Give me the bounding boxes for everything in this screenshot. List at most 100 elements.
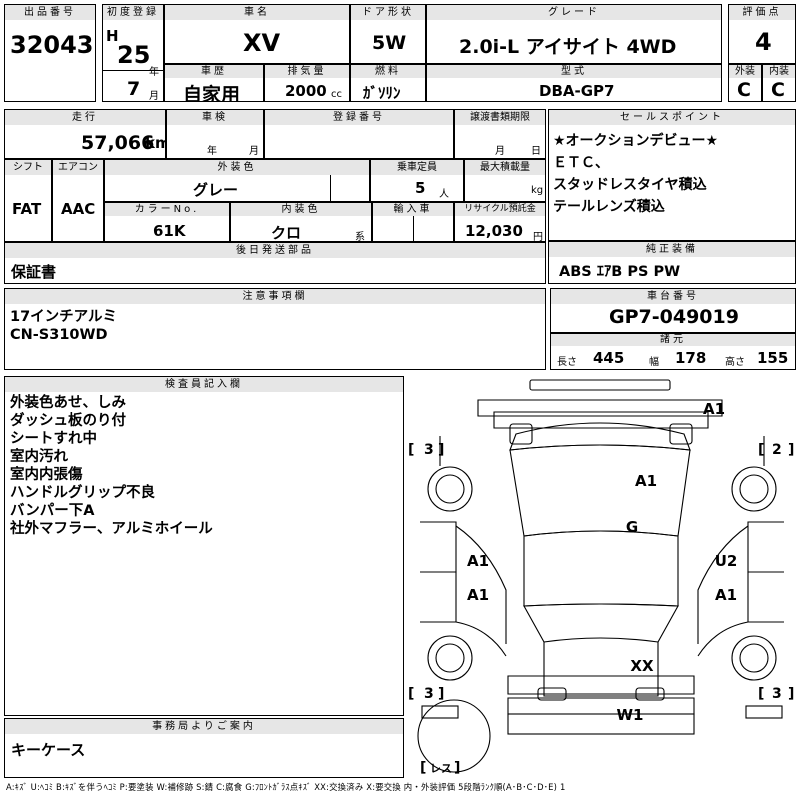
tire-depth: 2 <box>772 442 782 458</box>
inspector-notes-label: 検査員記入欄 <box>5 377 403 392</box>
inspector-notes-list: 外装色あせ、しみ ダッシュ板のり付 シートすれ中 室内汚れ 室内内張傷 ハンドル… <box>10 394 213 538</box>
fuel-label: 燃料 <box>351 65 425 78</box>
svg-text:]: ] <box>788 686 794 702</box>
recycle-fee: 12,030 <box>465 222 523 240</box>
capacity-unit: 人 <box>439 189 449 200</box>
office-notice-cell: 事務局よりご案内 キーケース <box>4 718 404 778</box>
inspection-cell: 車検 年 月 <box>166 109 264 159</box>
lot-number-cell: 出品番号 32043 <box>4 4 96 102</box>
inspection-year-unit: 年 <box>207 146 217 157</box>
color-label: 外装色 <box>105 160 369 175</box>
transfer-deadline-label: 譲渡書類期限 <box>455 110 545 125</box>
inspector-note: ダッシュ板のり付 <box>10 413 126 429</box>
color: グレー <box>193 181 239 199</box>
interior-color: クロ <box>271 224 302 242</box>
max-load-unit: kg <box>531 185 544 196</box>
height: 155 <box>757 349 789 367</box>
door-cell: ドア形状 5W <box>350 4 426 64</box>
svg-text:[: [ <box>408 686 414 702</box>
later-parts: 保証書 <box>11 263 57 281</box>
score-cell: 評価点 4 <box>728 4 796 64</box>
note-item: CN-S310WD <box>10 327 108 343</box>
dimensions-label: 諸元 <box>551 334 795 346</box>
tire-depth: 3 <box>424 686 434 702</box>
max-load-label: 最大積載量 <box>465 160 545 175</box>
model-cell: 型式 DBA-GP7 <box>426 64 722 102</box>
tire-depth: 3 <box>772 686 782 702</box>
interior-color-label: 内装色 <box>231 203 371 216</box>
sales-point: ★オークションデビュー★ <box>553 133 719 149</box>
capacity-cell: 乗車定員 5 人 <box>370 159 464 202</box>
inspector-note: バンパー下A <box>10 503 95 519</box>
interior-grade: C <box>771 79 785 101</box>
displacement-unit: cc <box>331 89 342 100</box>
mileage-unit: km <box>145 134 165 152</box>
shift-label: シフト <box>5 160 51 175</box>
damage-mark: A1 <box>715 586 737 604</box>
interior-label: 内装 <box>763 65 795 78</box>
damage-mark: A1 <box>635 472 657 490</box>
genuine-equipment-cell: 純正装備 ABS ｴｱB PS PW <box>548 241 796 284</box>
score-label: 評価点 <box>729 5 795 20</box>
car-name-cell: 車名 XV <box>164 4 350 64</box>
spare-tire-label: レス <box>430 762 452 775</box>
model: DBA-GP7 <box>539 82 615 100</box>
sales-points-list: ★オークションデビュー★ ＥＴＣ、 スタッドレスタイヤ積込 テールレンズ積込 <box>553 130 718 218</box>
recycle-cell: リサイクル預託金 12,030 円 <box>454 202 546 242</box>
recycle-unit: 円 <box>533 232 543 242</box>
damage-mark: W1 <box>617 706 644 724</box>
inspection-label: 車検 <box>167 110 263 125</box>
width: 178 <box>675 349 707 367</box>
registration-month: 7 <box>127 78 141 100</box>
aircon: AAC <box>61 200 96 218</box>
grade-cell: グレード 2.0i-L アイサイト 4WD <box>426 4 722 64</box>
width-label: 幅 <box>649 357 659 368</box>
mileage-cell: 走行 57,066 km <box>4 109 166 159</box>
exterior-label: 外装 <box>729 65 761 78</box>
damage-diagram: A1 A1 G A1 U2 A1 A1 XX W1 [3] [2] [3] [3… <box>408 376 796 778</box>
transfer-deadline-cell: 譲渡書類期限 月 日 <box>454 109 546 159</box>
inspector-note: 室内汚れ <box>10 449 68 465</box>
interior-color-unit: 系 <box>355 232 365 242</box>
max-load-cell: 最大積載量 kg <box>464 159 546 202</box>
inspection-month-unit: 月 <box>249 146 259 157</box>
history-label: 車歴 <box>165 65 263 78</box>
lot-number-label: 出品番号 <box>5 5 95 20</box>
first-registration-cell: 初度登録 H 25 年 7 月 <box>102 4 164 102</box>
registration-number-label: 登録番号 <box>265 110 453 125</box>
fuel: ｶﾞｿﾘﾝ <box>363 84 401 102</box>
aircon-label: エアコン <box>53 160 103 175</box>
office-notice-label: 事務局よりご案内 <box>5 719 403 734</box>
car-name-label: 車名 <box>165 5 349 20</box>
damage-mark: XX <box>630 657 654 675</box>
damage-mark: A1 <box>467 552 489 570</box>
interior-color-cell: 内装色 クロ 系 <box>230 202 372 242</box>
chassis-number-cell: 車台番号 GP7-049019 <box>550 288 796 333</box>
car-name: XV <box>243 29 281 57</box>
grade: 2.0i-L アイサイト 4WD <box>459 36 677 58</box>
inspector-note: 室内内張傷 <box>10 467 83 483</box>
transfer-day-unit: 日 <box>531 146 541 157</box>
recycle-label: リサイクル預託金 <box>455 203 545 216</box>
color-number-cell: カラーNo. 61K <box>104 202 230 242</box>
door-label: ドア形状 <box>351 5 425 20</box>
registration-year: 25 <box>117 41 151 69</box>
score: 4 <box>755 28 772 56</box>
later-parts-label: 後日発送部品 <box>5 243 545 258</box>
first-registration-label: 初度登録 <box>103 5 163 20</box>
svg-text:]: ] <box>438 686 444 702</box>
car-diagram-svg: A1 A1 G A1 U2 A1 A1 XX W1 [3] [2] [3] [3… <box>408 379 794 776</box>
year-unit: 年 <box>149 67 159 78</box>
height-label: 高さ <box>725 357 745 368</box>
tire-depth: 3 <box>424 442 434 458</box>
sales-point: ＥＴＣ、 <box>553 155 609 171</box>
svg-text:]: ] <box>438 442 444 458</box>
chassis-number: GP7-049019 <box>609 306 739 328</box>
sales-points-cell: セールスポイント ★オークションデビュー★ ＥＴＣ、 スタッドレスタイヤ積込 テ… <box>548 109 796 241</box>
damage-mark: A1 <box>467 586 489 604</box>
capacity-label: 乗車定員 <box>371 160 463 175</box>
later-parts-cell: 後日発送部品 保証書 <box>4 242 546 284</box>
mileage: 57,066 <box>81 132 155 154</box>
fuel-cell: 燃料 ｶﾞｿﾘﾝ <box>350 64 426 102</box>
damage-mark: A1 <box>703 400 725 418</box>
